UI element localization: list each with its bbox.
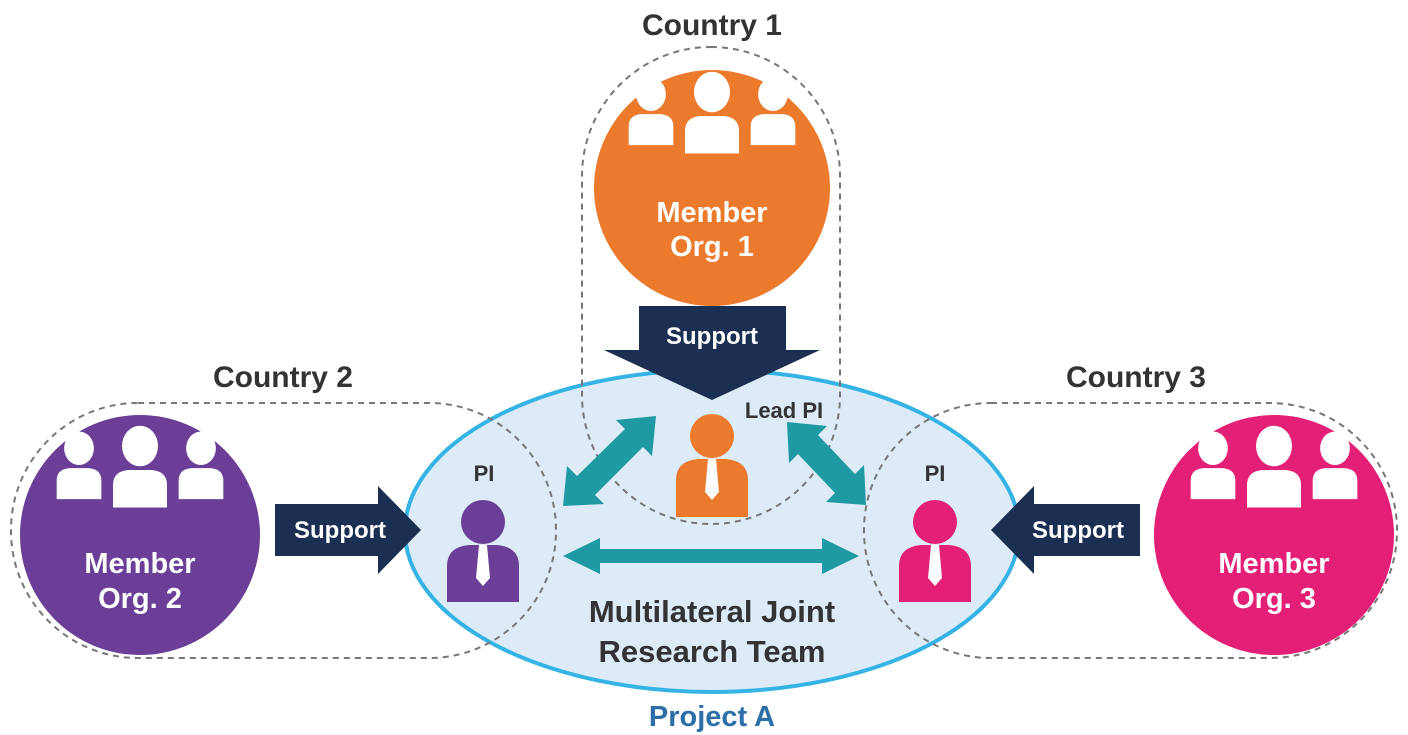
lead-pi-person: Lead PI <box>676 398 823 517</box>
member-org-2-label-line2: Org. 2 <box>98 583 182 615</box>
pi-left-head-icon <box>461 500 505 544</box>
lead-pi-tie-icon <box>705 459 719 500</box>
pi-right-label: PI <box>925 461 946 486</box>
team-label-line2: Research Team <box>599 634 826 669</box>
support-arrow-left-label: Support <box>1032 517 1124 544</box>
member-org-1: Member Org. 1 <box>594 70 830 306</box>
project-label: Project A <box>649 701 775 733</box>
member-org-3-label-line2: Org. 3 <box>1232 583 1316 615</box>
country-3-boundary <box>863 402 1398 659</box>
pi-right-tie-icon <box>928 545 942 586</box>
pi-right-head-icon <box>913 500 957 544</box>
support-arrow-down-label: Support <box>666 323 758 350</box>
country-3-label: Country 3 <box>1066 361 1206 394</box>
member-org-2: Member Org. 2 <box>20 415 260 655</box>
member-org-3: Member Org. 3 <box>1154 415 1394 655</box>
country-1-label: Country 1 <box>642 9 782 42</box>
lead-pi-label: Lead PI <box>745 398 823 423</box>
member-org-1-label-line1: Member <box>656 197 767 229</box>
support-arrow-right: Support <box>275 486 421 574</box>
country-2-boundary <box>10 402 557 659</box>
support-arrow-left: Support <box>991 486 1140 574</box>
link-arrow-horizontal <box>563 538 859 574</box>
pi-person-left: PI <box>447 461 519 602</box>
support-arrow-right-label: Support <box>294 517 386 544</box>
pi-left-label: PI <box>474 461 495 486</box>
team-label-line1: Multilateral Joint <box>589 594 835 629</box>
support-arrow-down: Support <box>604 306 820 400</box>
link-arrow-lead-left <box>563 416 656 506</box>
lead-pi-head-icon <box>690 414 734 458</box>
member-org-3-label-line1: Member <box>1218 548 1329 580</box>
country-1-boundary <box>581 46 841 525</box>
pi-left-tie-icon <box>476 545 490 586</box>
country-2-label: Country 2 <box>213 361 353 394</box>
pi-person-right: PI <box>899 461 971 602</box>
link-arrow-lead-right <box>787 422 866 505</box>
member-org-1-label-line2: Org. 1 <box>670 231 754 263</box>
member-org-2-label-line1: Member <box>84 548 195 580</box>
